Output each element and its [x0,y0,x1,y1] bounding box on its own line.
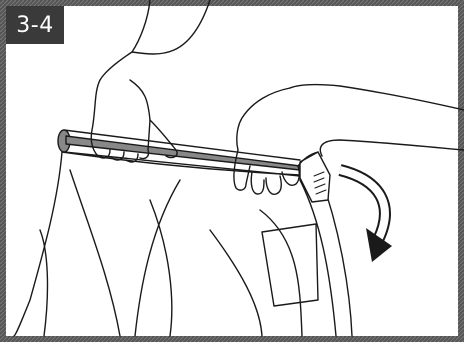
right-hand-top [237,88,290,150]
fabric-left-edge [14,152,62,336]
border-left [0,0,6,342]
right-hand-bottom [320,140,464,156]
right-hand-arm [290,85,464,110]
border-bottom [0,336,464,342]
border-top [0,0,464,6]
step-number-label: 3-4 [6,6,64,44]
fabric-fold-4 [135,180,180,336]
fabric-fold-6 [300,180,336,336]
fabric-fold-1 [70,170,120,336]
left-hand-arm [91,0,150,156]
fabric-left-fold [40,230,47,336]
rotation-arrow [340,170,392,262]
fabric-inner-panel [262,224,318,306]
fabric-fold-3 [210,230,262,336]
bar-band [66,136,300,170]
border-right [458,0,464,342]
